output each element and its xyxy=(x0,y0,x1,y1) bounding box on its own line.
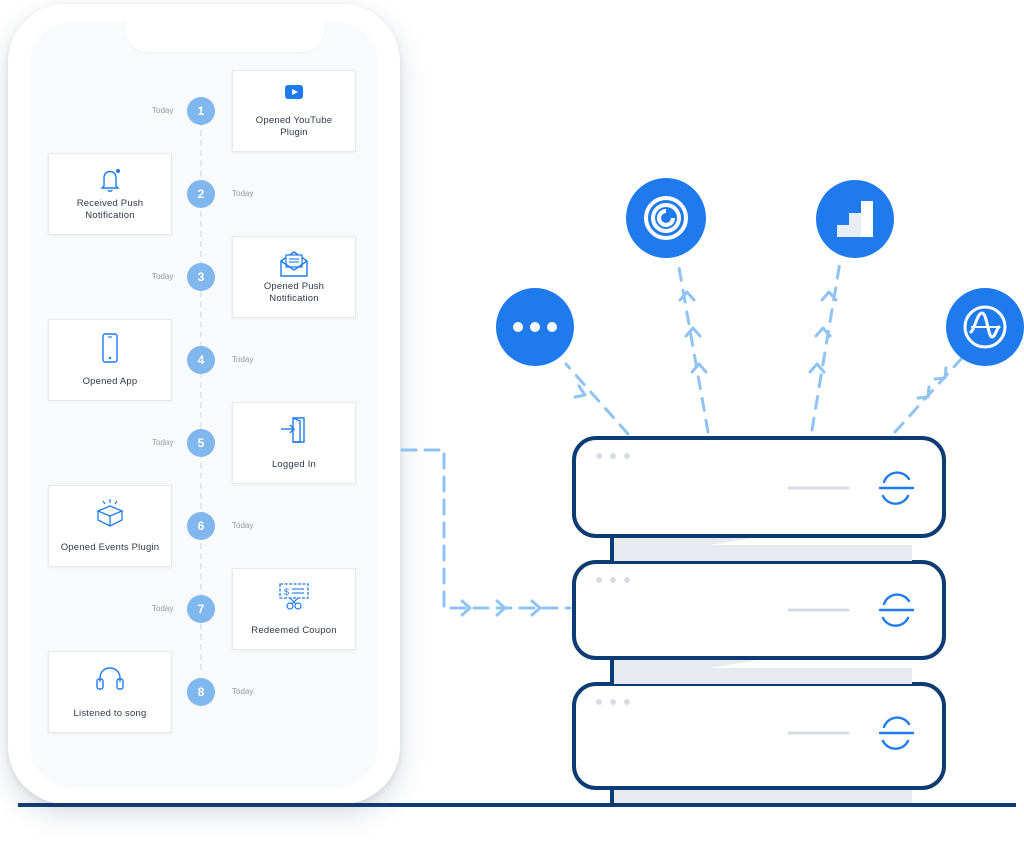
amplitude-wave-icon xyxy=(946,288,1024,366)
envelope-icon xyxy=(278,249,310,284)
step-badge: 7 xyxy=(187,595,215,623)
phone-notch xyxy=(126,22,324,52)
event-label: Opened Events Plugin xyxy=(60,542,160,553)
event-card-7: $ Redeemed Coupon xyxy=(232,568,356,650)
chat-dots-icon xyxy=(496,288,574,366)
step-time: Today xyxy=(232,521,254,530)
bar-steps-icon xyxy=(816,180,894,258)
event-label: Logged In xyxy=(271,459,317,470)
step-badge: 4 xyxy=(187,346,215,374)
step-time: Today xyxy=(152,272,174,281)
login-door-icon xyxy=(278,415,310,450)
concentric-circle-icon xyxy=(626,178,706,258)
event-label: Listened to song xyxy=(73,708,147,719)
open-box-icon xyxy=(93,498,127,533)
server-unit xyxy=(572,682,946,806)
coupon-scissors-icon: $ xyxy=(277,581,311,616)
event-card-1: Opened YouTube Plugin xyxy=(232,70,356,152)
server-unit xyxy=(572,436,946,561)
step-time: Today xyxy=(232,355,254,364)
step-badge: 3 xyxy=(187,263,215,291)
ground-line xyxy=(18,803,1016,807)
event-card-5: Logged In xyxy=(232,402,356,484)
headphones-icon xyxy=(93,664,127,697)
step-time: Today xyxy=(152,438,174,447)
step-badge: 5 xyxy=(187,429,215,457)
event-card-6: Opened Events Plugin xyxy=(48,485,172,567)
segment-logo-icon xyxy=(878,716,915,750)
service-arrowheads xyxy=(573,290,948,400)
server-to-services-arrows xyxy=(564,260,964,436)
phone-to-server-connector xyxy=(400,448,572,610)
event-label: Opened YouTube Plugin xyxy=(255,115,333,138)
server-unit xyxy=(572,560,946,684)
timeline-line xyxy=(200,110,202,670)
event-label: Opened Push Notification xyxy=(263,281,325,304)
event-card-2: Received Push Notification xyxy=(48,153,172,235)
event-card-3: Opened Push Notification xyxy=(232,236,356,318)
event-label: Received Push Notification xyxy=(76,198,144,221)
step-badge: 2 xyxy=(187,180,215,208)
connector-arrowheads xyxy=(460,599,542,617)
svg-text:$: $ xyxy=(284,587,289,597)
step-badge: 8 xyxy=(187,678,215,706)
step-time: Today xyxy=(152,106,174,115)
segment-logo-icon xyxy=(878,593,915,627)
event-card-4: Opened App xyxy=(48,319,172,401)
event-label: Opened App xyxy=(82,376,138,387)
smartphone-icon xyxy=(100,332,120,369)
youtube-icon xyxy=(278,83,310,110)
bell-icon xyxy=(95,166,125,199)
event-card-8: Listened to song xyxy=(48,651,172,733)
step-badge: 6 xyxy=(187,512,215,540)
event-label: Redeemed Coupon xyxy=(251,625,337,636)
step-badge: 1 xyxy=(187,97,215,125)
segment-logo-icon xyxy=(878,471,915,505)
step-time: Today xyxy=(232,189,254,198)
step-time: Today xyxy=(152,604,174,613)
step-time: Today xyxy=(232,687,254,696)
